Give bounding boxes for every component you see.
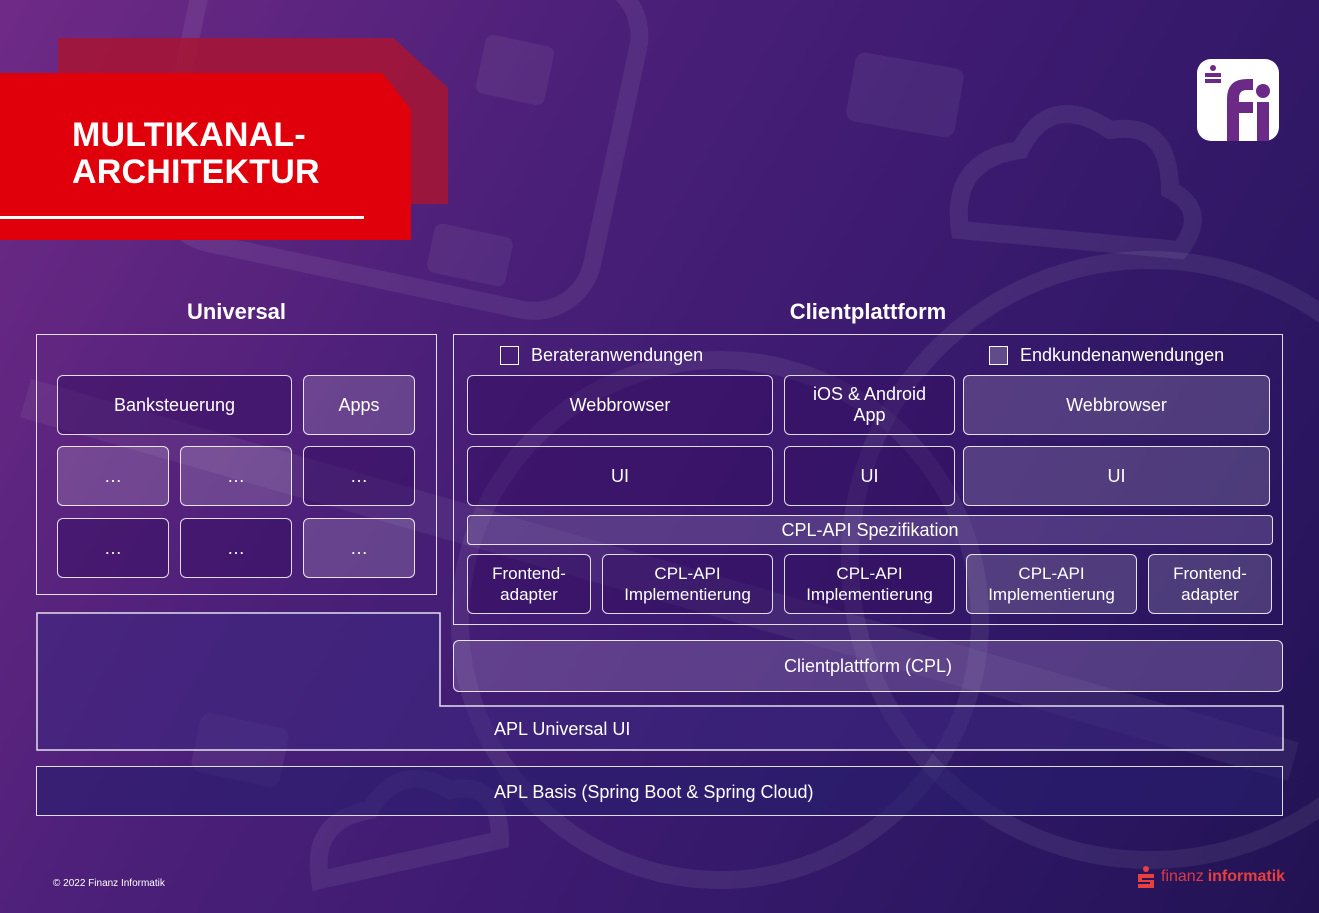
- legend-endkunden: Endkundenanwendungen: [989, 345, 1224, 366]
- box-placeholder: …: [57, 446, 169, 506]
- layer-apl-basis-label: APL Basis (Spring Boot & Spring Cloud): [494, 782, 814, 802]
- footer-brand: finanz informatik: [1137, 866, 1285, 888]
- box-webbrowser-endkunden: Webbrowser: [963, 375, 1270, 435]
- title-banner: [0, 73, 411, 240]
- box-ui-app: UI: [784, 446, 955, 506]
- legend-berater-label: Berateranwendungen: [531, 345, 704, 365]
- box-cpl-api-spezifikation: CPL-API Spezifikation: [467, 515, 1273, 545]
- clientplattform-frame: [453, 334, 1283, 625]
- box-ios-android-app: iOS & Android App: [784, 375, 955, 435]
- box-apps: Apps: [303, 375, 415, 435]
- clientplattform-heading: Clientplattform: [789, 299, 947, 324]
- box-ui-berater: UI: [467, 446, 773, 506]
- box-frontend-adapter-berater: Frontend-adapter: [467, 554, 591, 614]
- box-cpl-api-implementierung: CPL-API Implementierung: [602, 554, 773, 614]
- legend-endkunden-label: Endkundenanwendungen: [1020, 345, 1225, 365]
- box-placeholder: …: [303, 518, 415, 578]
- box-placeholder: …: [180, 446, 292, 506]
- layer-apl-basis: APL Basis (Spring Boot & Spring Cloud): [36, 766, 1283, 816]
- box-banksteuerung: Banksteuerung: [57, 375, 292, 435]
- footer-brand-bold: informatik: [1207, 868, 1286, 885]
- box-ui-endkunden: UI: [963, 446, 1270, 506]
- box-frontend-adapter-endkunden: Frontend-adapter: [1148, 554, 1272, 614]
- page-title-line-1: MULTIKANAL-: [72, 116, 306, 154]
- page-title-line-2: ARCHITEKTUR: [72, 153, 320, 191]
- sparkasse-fi-logo: [1197, 59, 1279, 141]
- footer-copyright: © 2022 Finanz Informatik: [53, 878, 165, 889]
- box-cpl-api-implementierung: CPL-API Implementierung: [966, 554, 1137, 614]
- universal-heading: Universal: [186, 299, 287, 324]
- fi-logo-icon: [1205, 65, 1270, 141]
- layer-universal-ui-label: APL Universal UI: [494, 719, 631, 739]
- legend-berater: Berateranwendungen: [500, 345, 703, 366]
- box-placeholder: …: [303, 446, 415, 506]
- box-cpl-api-implementierung: CPL-API Implementierung: [784, 554, 955, 614]
- box-clientplattform-cpl: Clientplattform (CPL): [453, 640, 1283, 692]
- box-placeholder: …: [180, 518, 292, 578]
- universal-frame: [36, 334, 437, 595]
- box-webbrowser-berater: Webbrowser: [467, 375, 773, 435]
- box-placeholder: …: [57, 518, 169, 578]
- sparkasse-s-icon: [1138, 866, 1154, 888]
- title-underline: [0, 216, 364, 219]
- footer-brand-light: finanz: [1161, 868, 1204, 885]
- page-title: MULTIKANAL- ARCHITEKTUR: [72, 117, 320, 191]
- legend-swatch-light-icon: [989, 346, 1008, 365]
- legend-swatch-dark-icon: [500, 346, 519, 365]
